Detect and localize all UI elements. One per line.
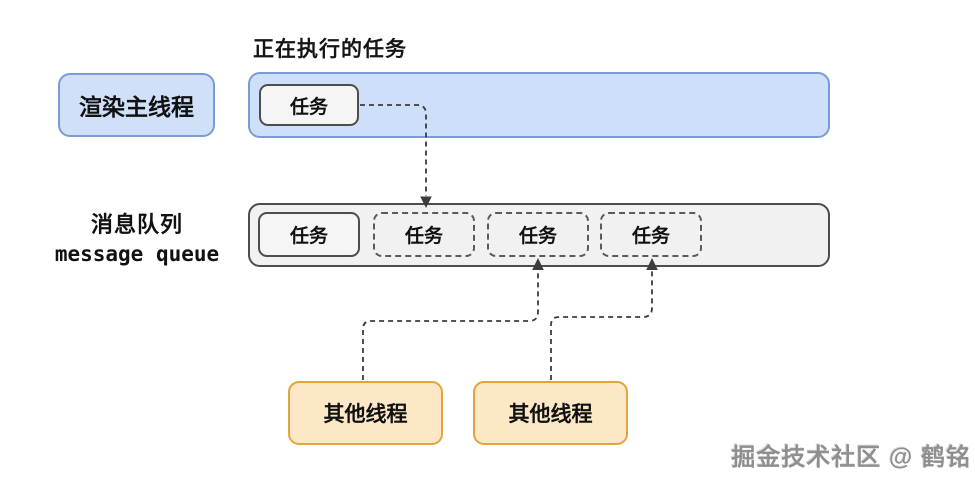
render-main-thread-box: 渲染主线程 bbox=[58, 73, 215, 137]
executing-task-caption: 正在执行的任务 bbox=[253, 38, 407, 61]
queue-task-solid: 任务 bbox=[258, 212, 360, 257]
executing-task-box: 任务 bbox=[259, 84, 359, 126]
message-queue-label-cn: 消息队列 bbox=[90, 212, 183, 237]
queue-task-dashed-1: 任务 bbox=[373, 212, 475, 257]
other-thread-box-2: 其他线程 bbox=[473, 381, 628, 445]
other-thread-1-to-queue-arrow bbox=[362, 258, 544, 380]
queue-task-dashed-3: 任务 bbox=[600, 212, 702, 257]
watermark: 掘金技术社区 @ 鹤铭 bbox=[731, 444, 971, 471]
queue-task-dashed-2: 任务 bbox=[487, 212, 589, 257]
other-thread-2-to-queue-arrow bbox=[550, 258, 658, 380]
other-thread-box-1: 其他线程 bbox=[288, 381, 443, 445]
message-queue-label: 消息队列 message queue bbox=[33, 207, 241, 266]
message-queue-label-en: message queue bbox=[54, 242, 220, 266]
